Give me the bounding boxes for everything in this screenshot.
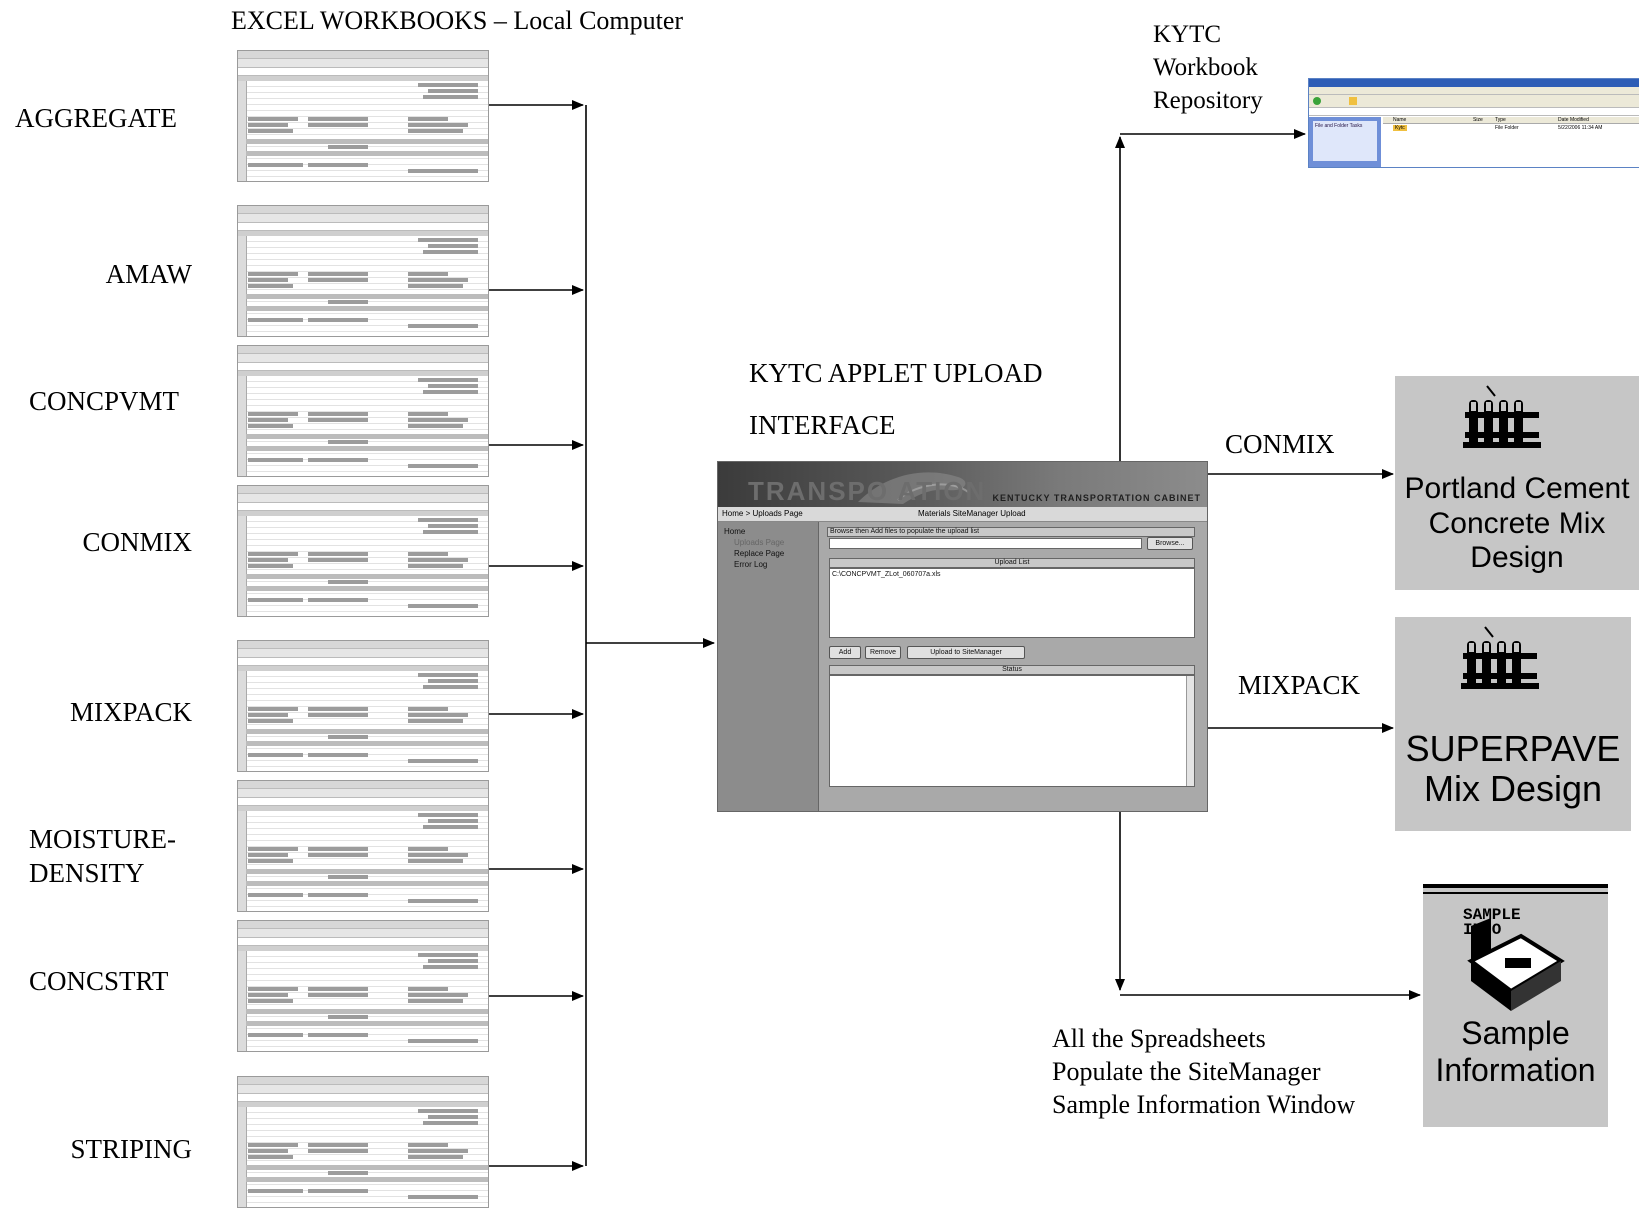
sample-info-caption: Sample Information [1435, 1015, 1596, 1088]
repository-label: KYTC Workbook Repository [1153, 21, 1263, 114]
label-aggregate: AGGREGATE [15, 103, 177, 133]
nav-item-error-log[interactable]: Error Log [734, 560, 768, 569]
repository-task-pane: File and Folder Tasks [1309, 117, 1381, 167]
excel-workbook-thumbnail [237, 920, 489, 1052]
excel-workbook-thumbnail [237, 1076, 489, 1208]
label-conmix: CONMIX [82, 527, 192, 557]
label-moisture-density: MOISTURE- DENSITY [29, 824, 176, 888]
row-date: 5/22/2006 11:34 AM [1558, 125, 1603, 131]
label-concpvmt: CONCPVMT [29, 386, 180, 416]
excel-workbook-thumbnail [237, 485, 489, 617]
icon-top-rule-thin [1423, 892, 1608, 894]
row-type: File Folder [1495, 125, 1519, 131]
repository-toolbar [1309, 95, 1639, 108]
test-tubes-icon [1461, 626, 1539, 689]
upload-list-header: Upload List [829, 558, 1195, 568]
icon-top-rule [1423, 884, 1608, 888]
test-tubes-icon [1463, 385, 1541, 448]
repository-menubar [1309, 87, 1639, 95]
col-date[interactable]: Date Modified [1558, 117, 1589, 123]
repository-titlebar [1309, 79, 1639, 87]
applet-banner: TRANSPO ATION KENTUCKY TRANSPORTATION CA… [718, 462, 1207, 507]
horse-logo-icon [858, 472, 969, 504]
page-title: Materials SiteManager Upload [918, 509, 1026, 518]
nav-item-replace[interactable]: Replace Page [734, 549, 785, 558]
banner-cabinet-text: KENTUCKY TRANSPORTATION CABINET [992, 493, 1201, 503]
superpave-caption: SUPERPAVE Mix Design [1405, 728, 1621, 810]
folder-icon[interactable] [1349, 97, 1357, 105]
col-type[interactable]: Type [1495, 117, 1506, 123]
back-icon[interactable] [1313, 97, 1321, 105]
upload-list-item[interactable]: C:\CONCPVMT_ZLot_060707a.xls [832, 571, 941, 578]
excel-workbook-thumbnail [237, 640, 489, 772]
portland-cement-icon-box: Portland Cement Concrete Mix Design [1395, 376, 1639, 590]
status-scrollbar[interactable] [1186, 676, 1194, 786]
excel-workbook-thumbnail [237, 205, 489, 337]
add-button[interactable]: Add [829, 646, 861, 659]
nav-item-home[interactable]: Home [724, 527, 746, 536]
label-mixpack: MIXPACK [69, 697, 192, 727]
file-path-input[interactable] [829, 538, 1142, 549]
excel-workbooks-header: EXCEL WORKBOOKS – Local Computer [231, 6, 684, 35]
browse-button[interactable]: Browse... [1147, 537, 1193, 550]
sample-info-box-icon [1467, 918, 1565, 1011]
excel-workbook-thumbnail [237, 345, 489, 477]
breadcrumb-bar: Home > Uploads Page Materials SiteManage… [718, 507, 1207, 522]
upload-list-box[interactable]: C:\CONCPVMT_ZLot_060707a.xls [829, 568, 1195, 638]
sample-info-icon-text: SAMPLE INFO [1463, 906, 1521, 939]
label-striping: STRIPING [70, 1134, 192, 1164]
superpave-icon-box: SUPERPAVE Mix Design [1395, 617, 1631, 831]
sample-info-icon-box: SAMPLE INFO Sample Information [1423, 884, 1608, 1127]
applet-main-panel: Browse then Add files to populate the up… [819, 522, 1207, 811]
applet-title-line1: KYTC APPLET UPLOAD [749, 358, 1043, 388]
portland-cement-caption: Portland Cement Concrete Mix Design [1404, 472, 1630, 574]
excel-workbook-thumbnail [237, 50, 489, 182]
row-name[interactable]: Kytc [1393, 125, 1407, 131]
repository-address-bar[interactable] [1309, 108, 1639, 116]
col-size[interactable]: Size [1473, 117, 1483, 123]
repository-columns: Name Size Type Date Modified [1383, 117, 1639, 124]
label-out-spreadsheets: All the Spreadsheets Populate the SiteMa… [1052, 1024, 1356, 1119]
browse-label: Browse then Add files to populate the up… [827, 527, 1195, 537]
col-name[interactable]: Name [1393, 117, 1407, 123]
repository-task-panel[interactable]: File and Folder Tasks [1313, 121, 1377, 161]
applet-window: TRANSPO ATION KENTUCKY TRANSPORTATION CA… [717, 461, 1208, 812]
repository-row[interactable]: Kytc File Folder 5/22/2006 11:34 AM [1383, 125, 1639, 131]
remove-button[interactable]: Remove [865, 646, 901, 659]
upload-to-sitemanager-button[interactable]: Upload to SiteManager [907, 646, 1025, 659]
status-header: Status [829, 665, 1195, 675]
applet-title-line2: INTERFACE [749, 410, 896, 440]
label-out-mixpack: MIXPACK [1238, 670, 1361, 700]
label-amaw: AMAW [105, 259, 192, 289]
label-out-conmix: CONMIX [1225, 429, 1335, 459]
nav-item-uploads[interactable]: Uploads Page [734, 538, 785, 547]
repository-window: File and Folder Tasks Name Size Type Dat… [1308, 78, 1639, 168]
breadcrumb[interactable]: Home > Uploads Page [722, 509, 803, 518]
excel-workbook-thumbnail [237, 780, 489, 912]
banner-text: TRANSPO ATION [748, 476, 987, 506]
status-box [829, 675, 1195, 787]
applet-sidebar: Home Uploads Page Replace Page Error Log [718, 522, 819, 811]
label-concstrt: CONCSTRT [29, 966, 169, 996]
